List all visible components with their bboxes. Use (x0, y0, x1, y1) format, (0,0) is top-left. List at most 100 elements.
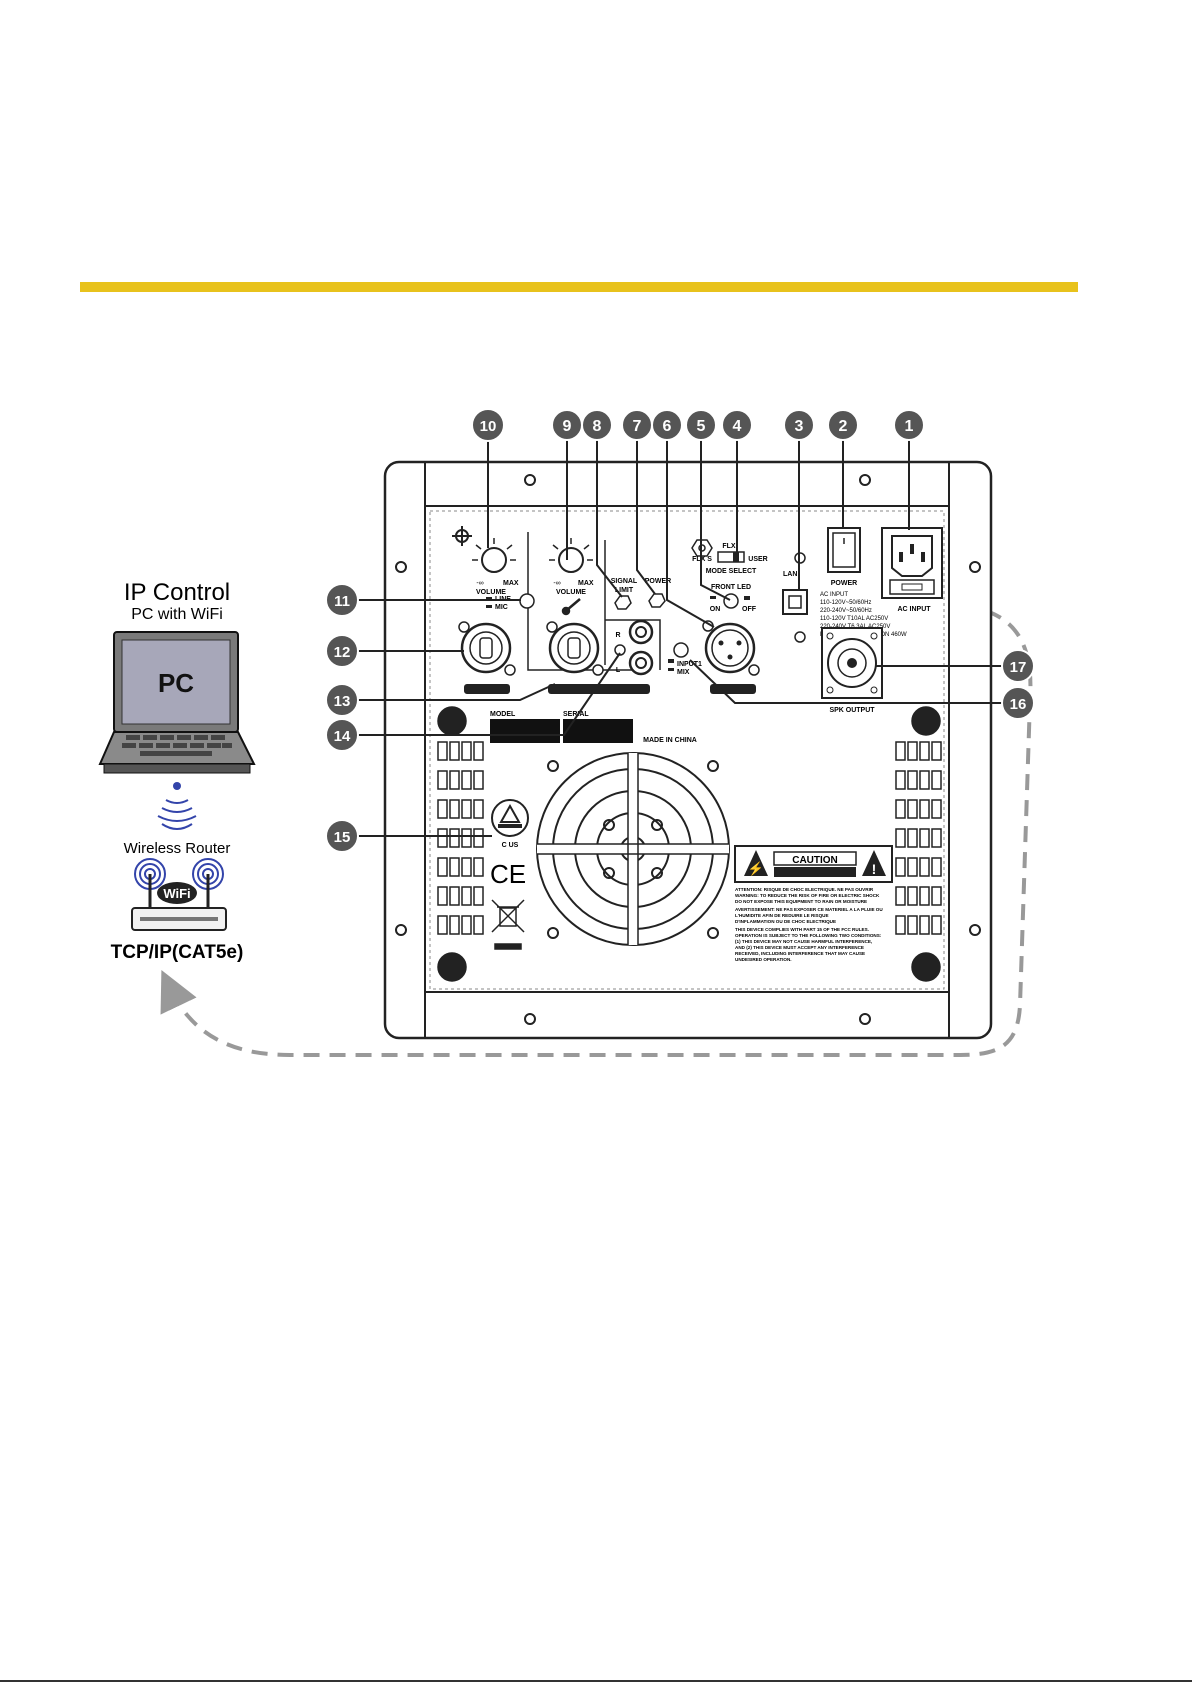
front-led-off: OFF (742, 606, 757, 613)
callout-9: 9 (551, 409, 583, 441)
certification-logo (491, 799, 529, 837)
callout-4: 4 (721, 409, 753, 441)
combo-input-1[interactable] (458, 621, 516, 676)
callout-2-label: 2 (839, 418, 848, 435)
ac-spec-line: 110-120V~50/60Hz (820, 600, 871, 606)
caution-line: AVERTISSEMENT: NE PAS EXPOSER CE MATERIE… (735, 907, 883, 912)
combo-input-2[interactable] (546, 621, 604, 676)
wifi-badge-label: WiFi (163, 886, 190, 901)
callout-6-label: 6 (663, 418, 672, 435)
caution-label: ⚡ ! CAUTION (734, 845, 893, 883)
wifi-signal-icon (157, 782, 197, 830)
connection-label: TCP/IP(CAT5e) (111, 942, 244, 963)
laptop-icon: PC (98, 631, 256, 774)
caution-line: (1) THIS DEVICE MAY NOT CAUSE HARMFUL IN… (735, 939, 872, 944)
volume-knob-input1[interactable] (472, 538, 516, 573)
power-switch[interactable] (827, 527, 861, 573)
vent-right (895, 741, 942, 935)
caution-line: ATTENTION: RISQUE DE CHOC ELECTRIQUE. NE… (735, 887, 874, 892)
lan-label: LAN (783, 571, 797, 578)
callout-7-label: 7 (633, 418, 642, 435)
cooling-fan (536, 752, 730, 946)
callout-12-label: 12 (334, 644, 351, 661)
svg-text:!: ! (872, 861, 877, 877)
callout-14: 14 (325, 718, 359, 752)
limit-label: LIMIT (615, 587, 634, 594)
caution-line: D'INFLAMMATION OU DE CHOC ELECTRIQUE (735, 919, 836, 924)
page-bottom-rule (0, 1680, 1192, 1682)
caution-line: THIS DEVICE COMPLIES WITH PART 15 OF THE… (735, 927, 869, 932)
callout-17: 17 (1001, 649, 1035, 683)
section-accent-bar (80, 282, 1078, 292)
caution-text-block: ATTENTION: RISQUE DE CHOC ELECTRIQUE. NE… (735, 887, 883, 962)
flx-s-label: FLX S (692, 556, 712, 563)
line-mic-switch[interactable] (519, 593, 535, 609)
input1-label-plate (464, 684, 510, 694)
svg-text:⚡: ⚡ (748, 861, 764, 877)
corner-grilles (437, 706, 941, 982)
callout-12: 12 (325, 634, 359, 668)
serial-label: SERIAL (563, 711, 589, 718)
output-label-plate (710, 684, 756, 694)
caution-title: CAUTION (792, 855, 838, 866)
ip-control-title: IP Control (124, 579, 230, 606)
callout-14-label: 14 (334, 728, 351, 745)
lan-port[interactable] (782, 589, 808, 615)
input1-label: INPUT1 (677, 661, 702, 668)
dashed-connection-path (160, 602, 1033, 1057)
speaker-output-connector[interactable] (821, 627, 883, 699)
made-in-label: MADE IN CHINA (643, 737, 697, 744)
callout-16-label: 16 (1010, 696, 1027, 713)
ce-mark: CE (490, 859, 526, 889)
callout-11-label: 11 (334, 593, 350, 610)
callout-10: 10 (471, 408, 505, 442)
caution-line: AND (2) THIS DEVICE MUST ACCEPT ANY INTE… (735, 945, 864, 950)
mic-label: MIC (495, 604, 508, 611)
callout-13: 13 (325, 683, 359, 717)
caution-line: DO NOT EXPOSE THIS EQUIPMENT TO RAIN OR … (735, 899, 867, 904)
wifi-badge (157, 882, 197, 904)
ground-symbol-icon (452, 526, 472, 546)
user-label: USER (748, 556, 767, 563)
mounting-screws (395, 474, 981, 1025)
ip-control-subtitle: PC with WiFi (131, 606, 223, 623)
flx-label: FLX (722, 543, 736, 550)
callout-1: 1 (893, 409, 925, 441)
ac-input-socket[interactable] (881, 527, 943, 599)
callouts: 1 2 3 4 5 6 7 8 9 10 11 12 13 14 15 16 1… (325, 408, 1035, 853)
ac-spec-line: 110-120V T10AL AC250V (820, 616, 888, 622)
callout-16: 16 (1001, 686, 1035, 720)
front-led-label: FRONT LED (711, 584, 751, 591)
callout-3-label: 3 (795, 418, 804, 435)
vent-left (437, 741, 484, 935)
cooling-vents (437, 741, 942, 935)
serial-plate (563, 719, 633, 743)
cert-label: C US (502, 842, 519, 849)
callout-17-label: 17 (1010, 659, 1027, 676)
signal-limit-led (614, 595, 632, 610)
rear-panel: -∞ MAX VOLUME LINE MIC -∞ MAX V (383, 460, 993, 1040)
rca-input-left[interactable] (628, 650, 654, 676)
volume2-label: VOLUME (556, 589, 586, 596)
mode-select-label: MODE SELECT (706, 568, 757, 575)
callout-4-label: 4 (733, 418, 742, 435)
callout-8-label: 8 (593, 418, 602, 435)
leader-lines (358, 440, 1002, 837)
mode-select-switch[interactable] (717, 551, 745, 563)
power-led (648, 593, 666, 608)
ip-control-group: IP Control PC with WiFi PC (98, 579, 256, 963)
xlr-output-connector[interactable] (702, 620, 760, 676)
callout-11: 11 (325, 583, 359, 617)
model-label: MODEL (490, 711, 516, 718)
rca-input-right[interactable] (628, 619, 654, 645)
front-led-switch[interactable] (723, 593, 739, 609)
callout-5-label: 5 (697, 418, 706, 435)
volume1-max: MAX (503, 580, 519, 587)
input1-mix-switch[interactable] (673, 642, 689, 658)
caution-line: L'HUMIDITE AFIN DE REDUIRE LE RISQUE (735, 913, 829, 918)
pc-screen-label: PC (158, 668, 194, 698)
volume-knob-input2[interactable] (549, 538, 593, 573)
callout-13-label: 13 (334, 693, 351, 710)
volume1-min: -∞ (476, 580, 483, 587)
